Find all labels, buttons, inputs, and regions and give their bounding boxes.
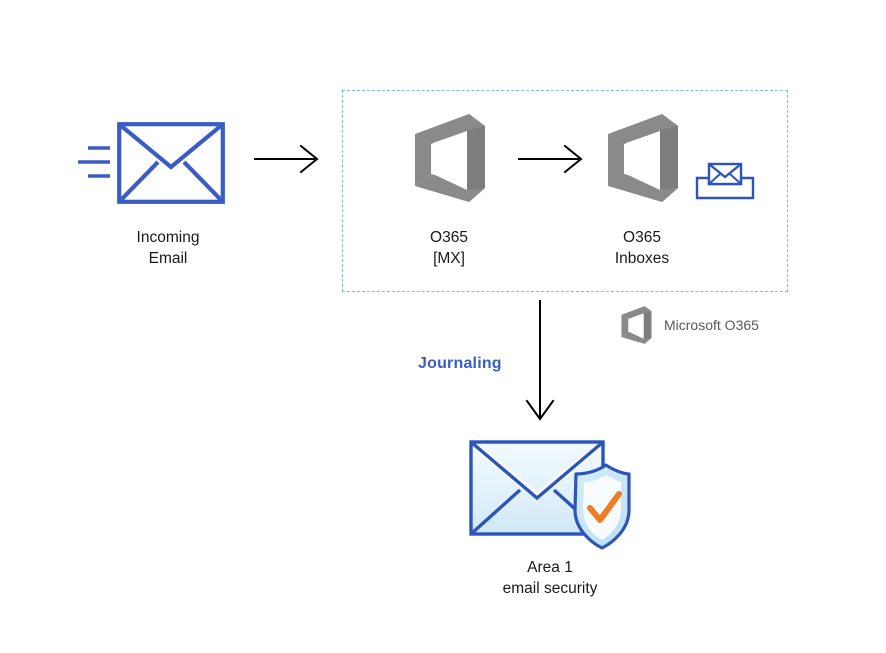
area1-shielded-envelope-icon bbox=[468, 432, 632, 550]
o365-inboxes-label: O365 Inboxes bbox=[614, 229, 670, 267]
o365-zone-boundary bbox=[342, 90, 788, 292]
incoming-email-envelope-icon bbox=[117, 122, 225, 204]
incoming-email-label: Incoming Email bbox=[136, 229, 200, 267]
legend: Microsoft O365 bbox=[618, 303, 818, 347]
arrow-incoming-to-mx bbox=[254, 143, 320, 175]
arrow-mx-to-inboxes bbox=[518, 143, 584, 175]
area1-email-security-label: Area 1 email security bbox=[502, 559, 598, 597]
legend-label: Microsoft O365 bbox=[664, 317, 759, 333]
legend-office365-icon bbox=[618, 305, 654, 345]
email-speed-lines-icon bbox=[76, 140, 122, 186]
inbox-tray-envelope-icon bbox=[695, 160, 755, 202]
journaling-edge-label: Journaling bbox=[418, 355, 502, 372]
arrow-journaling-down bbox=[522, 300, 558, 422]
o365-mx-office365-icon bbox=[407, 112, 491, 204]
o365-mx-label: O365 [MX] bbox=[430, 229, 468, 267]
o365-inboxes-office365-icon bbox=[600, 112, 684, 204]
